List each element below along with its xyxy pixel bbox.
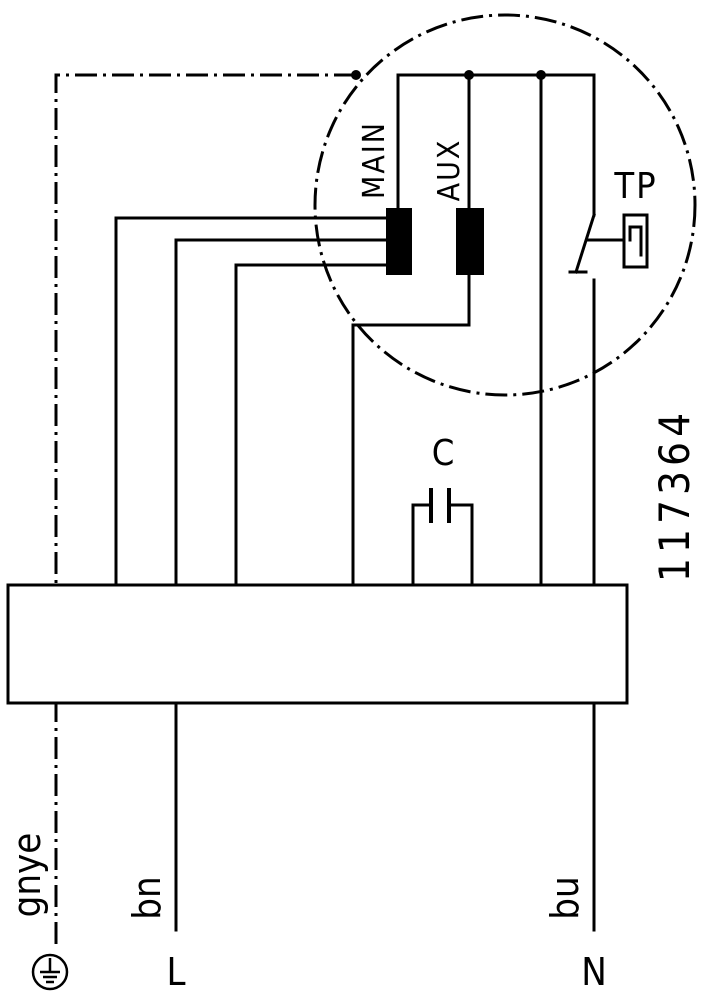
terminal-block [6,583,629,705]
neutral-label: N [581,950,607,994]
tp-label: TP [613,166,657,207]
earth-junction [351,70,361,80]
capacitor-wire [411,503,474,587]
main-tap-3 [234,263,388,587]
earth-wire [54,73,356,950]
line-label: L [166,950,185,994]
bu-label: bu [543,876,587,919]
top-bus-wire [396,73,596,217]
main-tap-2 [174,238,388,587]
aux-winding-coil [456,208,484,275]
code-label: 117364 [650,408,699,582]
tp-switch-blade [574,213,596,274]
capacitor-label: C [432,433,455,474]
motor-boundary [313,13,697,397]
tp-element [622,213,649,269]
aux-lower-lead [351,273,471,587]
gnye-label: gnye [5,833,49,918]
main-label: MAIN [357,121,392,199]
main-tap-1 [114,216,388,587]
aux-label: AUX [432,139,467,202]
earth-ground-icon [31,953,69,991]
bn-label: bn [125,876,169,919]
main-winding-coil [386,208,412,275]
tp-element-inner [628,225,643,257]
